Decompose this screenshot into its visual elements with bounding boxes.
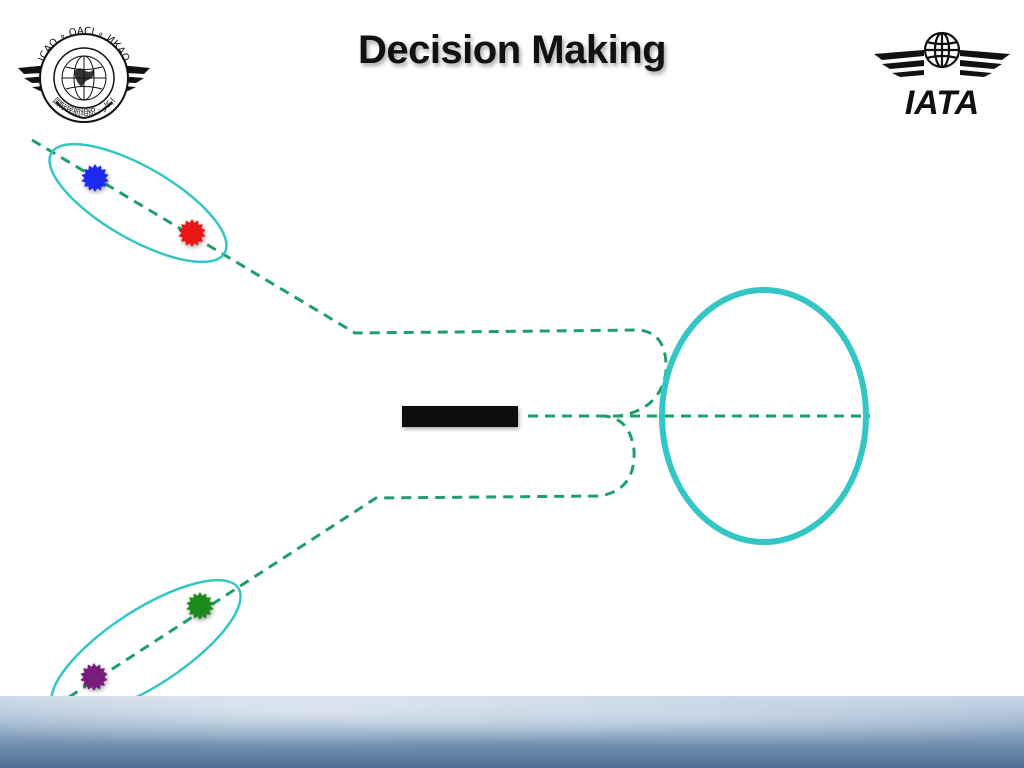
blue-node (81, 164, 109, 192)
iata-wordmark: IATA (905, 84, 979, 120)
upper-options-ellipse (48, 142, 228, 264)
iata-globe-icon (923, 31, 961, 69)
slide-title: Decision Making (357, 28, 667, 72)
lower-input-path (11, 414, 636, 736)
purple-node (80, 663, 108, 691)
red-node (178, 219, 206, 247)
iata-left-wing-icon (874, 50, 924, 60)
sky-footer (0, 696, 1024, 768)
icao-logo: ICAO ∘ OACI ∘ ИКАО 国际民航组织 · ايكاو (18, 26, 150, 123)
decision-bar (402, 406, 518, 427)
iata-logo: IATA (874, 31, 1010, 120)
iata-right-wing-icon (960, 50, 1010, 60)
upper-input-path (31, 138, 668, 418)
green-node (186, 592, 214, 620)
decision-ellipse (659, 287, 869, 545)
